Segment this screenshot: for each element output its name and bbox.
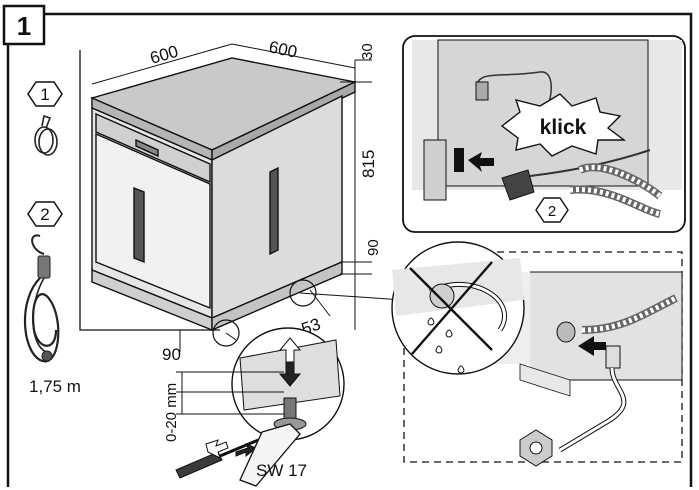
dim-width: 600 — [148, 42, 181, 68]
cross-icon — [409, 261, 493, 355]
step-badge: 1 — [2, 4, 46, 46]
part-2-number: 2 — [40, 205, 49, 224]
foot-marker-rear — [289, 279, 317, 307]
part-1-callout: 1 — [27, 81, 63, 107]
niche-outline — [79, 50, 220, 331]
dim-foot-adjust: 0-20 mm — [163, 383, 180, 442]
foot-adjustment-detail — [225, 327, 345, 441]
step-number: 1 — [17, 11, 31, 41]
wrench-size-label: SW 17 — [256, 461, 307, 480]
leak-warning-detail — [391, 241, 525, 375]
part-1-number: 1 — [40, 85, 49, 104]
inset-connection-panel: klick 2 — [402, 35, 686, 233]
dim-plinth-height: 90 — [365, 239, 382, 256]
wrench-icon — [239, 423, 301, 487]
foot-adjust-dim — [176, 371, 284, 415]
power-cable-icon — [23, 234, 60, 363]
klick-label: klick — [540, 116, 587, 139]
hose-clip-icon — [34, 114, 58, 156]
dim-height: 815 — [359, 150, 378, 178]
connect-arrow-icon — [578, 336, 606, 356]
dishwasher-appliance — [89, 57, 358, 332]
part-2-callout: 2 — [27, 201, 63, 227]
inset-callout-2: 2 — [535, 197, 569, 223]
cable-length-label: 1,75 m — [29, 377, 81, 396]
step-frame — [6, 12, 693, 487]
dim-front-plinth: 90 — [162, 345, 181, 364]
down-arrow-icon — [278, 361, 302, 387]
dim-top-gap: 30 — [359, 43, 376, 60]
hose-nut-icon — [519, 429, 553, 467]
screwdriver-icon — [175, 434, 269, 479]
dim-depth: 600 — [267, 37, 299, 61]
socket-slot — [454, 148, 464, 172]
plug-in-arrow-icon — [468, 152, 494, 172]
klick-burst-shape — [500, 93, 627, 157]
dimension-lines — [91, 43, 372, 352]
foot-marker-front — [212, 319, 240, 347]
inset-callout-number: 2 — [548, 203, 556, 220]
